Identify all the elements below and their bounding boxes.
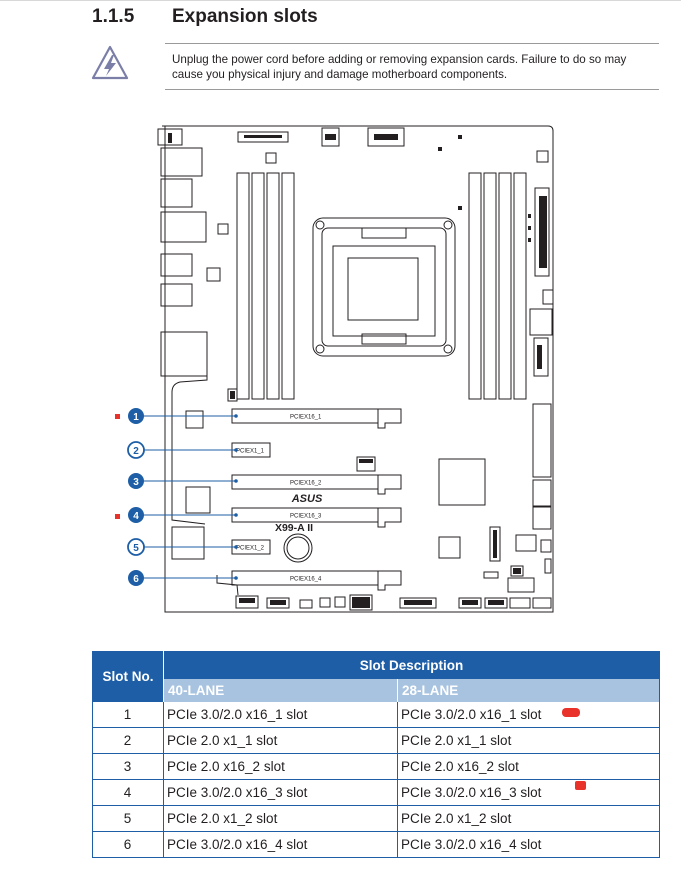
dimm-slot [236, 172, 250, 400]
warning-triangle-icon [91, 45, 129, 80]
dimm-slot [513, 172, 527, 400]
m2-slot [489, 526, 501, 562]
io-port [160, 253, 193, 277]
atx-power [534, 187, 550, 277]
dimm-slot [266, 172, 280, 400]
red-mark [115, 414, 120, 419]
callout-5: 5 [127, 538, 145, 556]
dimm-slot [498, 172, 512, 400]
slot-40-lane: PCIe 2.0 x1_2 slot [163, 805, 398, 832]
dimm-slot [468, 172, 482, 400]
slot-number: 6 [92, 831, 164, 858]
callout-1: 1 [128, 408, 144, 424]
slot-28-lane: PCIe 3.0/2.0 x16_1 slot [397, 702, 660, 728]
header-slot-description: Slot Description [163, 651, 660, 679]
io-port [157, 128, 183, 146]
dimm-clips [438, 135, 531, 242]
header-28-lane: 28-LANE [397, 679, 660, 702]
slot-28-lane: PCIe 2.0 x1_2 slot [397, 805, 660, 832]
io-port [160, 178, 193, 208]
svg-text:2: 2 [133, 446, 139, 457]
svg-text:6: 6 [133, 574, 139, 585]
page-top-rule [0, 0, 681, 1]
svg-text:5: 5 [133, 543, 139, 554]
slot-table: Slot No. Slot Description 40-LANE 28-LAN… [92, 651, 660, 858]
section-title: Expansion slots [172, 6, 318, 27]
slot-number: 3 [92, 753, 164, 780]
slot-40-lane: PCIe 3.0/2.0 x16_3 slot [163, 779, 398, 806]
section-number: 1.1.5 [92, 6, 135, 27]
callout-6: 6 [128, 570, 144, 586]
warning-text: Unplug the power cord before adding or r… [172, 53, 627, 81]
slot-28-lane: PCIe 3.0/2.0 x16_4 slot [397, 831, 660, 858]
slot-label: PCIEX16_1 [290, 415, 322, 421]
slot-28-lane: PCIe 3.0/2.0 x16_3 slot [397, 779, 660, 806]
red-mark [115, 514, 120, 519]
io-port [160, 211, 207, 243]
slot-label: PCIEX16_3 [290, 514, 322, 520]
cpu-power-4pin [321, 127, 340, 147]
dimm-slot [483, 172, 497, 400]
slot-40-lane: PCIe 2.0 x16_2 slot [163, 753, 398, 780]
slot-40-lane: PCIe 3.0/2.0 x16_1 slot [163, 702, 398, 728]
slot-28-lane: PCIe 2.0 x16_2 slot [397, 753, 660, 780]
slot-number: 2 [92, 727, 164, 754]
header-40-lane: 40-LANE [163, 679, 398, 702]
slot-label: PCIEX1_2 [236, 546, 265, 552]
slot-40-lane: PCIe 2.0 x1_1 slot [163, 727, 398, 754]
callout-2: 2 [127, 441, 145, 459]
brand-logo: ASUS [291, 493, 323, 505]
cmos-battery [283, 533, 313, 563]
svg-text:1: 1 [133, 412, 139, 423]
table-row: 5 PCIe 2.0 x1_2 slot PCIe 2.0 x1_2 slot [92, 805, 660, 832]
slot-label: PCIEX16_4 [290, 577, 322, 583]
callout-3: 3 [128, 473, 144, 489]
board-outline [162, 125, 554, 613]
table-row: 1 PCIe 3.0/2.0 x16_1 slot PCIe 3.0/2.0 x… [92, 702, 660, 728]
cpu-lga [347, 257, 419, 321]
header-slot-no: Slot No. [92, 651, 164, 702]
table-row: 6 PCIe 3.0/2.0 x16_4 slot PCIe 3.0/2.0 x… [92, 831, 660, 858]
svg-text:3: 3 [133, 477, 139, 488]
slot-number: 5 [92, 805, 164, 832]
cpu-power-8pin [367, 127, 405, 147]
io-port [160, 283, 193, 307]
slot-label: PCIEX16_2 [290, 481, 322, 487]
table-row: 4 PCIe 3.0/2.0 x16_3 slot PCIe 3.0/2.0 x… [92, 779, 660, 806]
chipset [438, 458, 486, 506]
trace [171, 340, 208, 525]
table-row: 3 PCIe 2.0 x16_2 slot PCIe 2.0 x16_2 slo… [92, 753, 660, 780]
red-mark-row-4 [575, 781, 586, 790]
motherboard-diagram: PCIEX16_1 PCIEX1_1 PCIEX16_2 PCIEX16_3 P… [115, 125, 554, 613]
dimm-slot [281, 172, 295, 400]
table-row: 2 PCIe 2.0 x1_1 slot PCIe 2.0 x1_1 slot [92, 727, 660, 754]
warning-rule-bottom [165, 89, 659, 90]
slot-40-lane: PCIe 3.0/2.0 x16_4 slot [163, 831, 398, 858]
callout-4: 4 [128, 507, 144, 523]
warning-rule-top [165, 43, 659, 44]
connector [237, 131, 289, 143]
io-port [160, 331, 208, 377]
model-name: X99-A II [275, 522, 313, 534]
io-port [160, 147, 203, 177]
slot-number: 4 [92, 779, 164, 806]
slot-label: PCIEX1_1 [236, 449, 265, 455]
slot-28-lane: PCIe 2.0 x1_1 slot [397, 727, 660, 754]
slot-number: 1 [92, 702, 164, 728]
cpu-socket [312, 217, 456, 357]
svg-text:4: 4 [133, 511, 139, 522]
red-mark-row-1 [562, 708, 580, 717]
dimm-slot [251, 172, 265, 400]
